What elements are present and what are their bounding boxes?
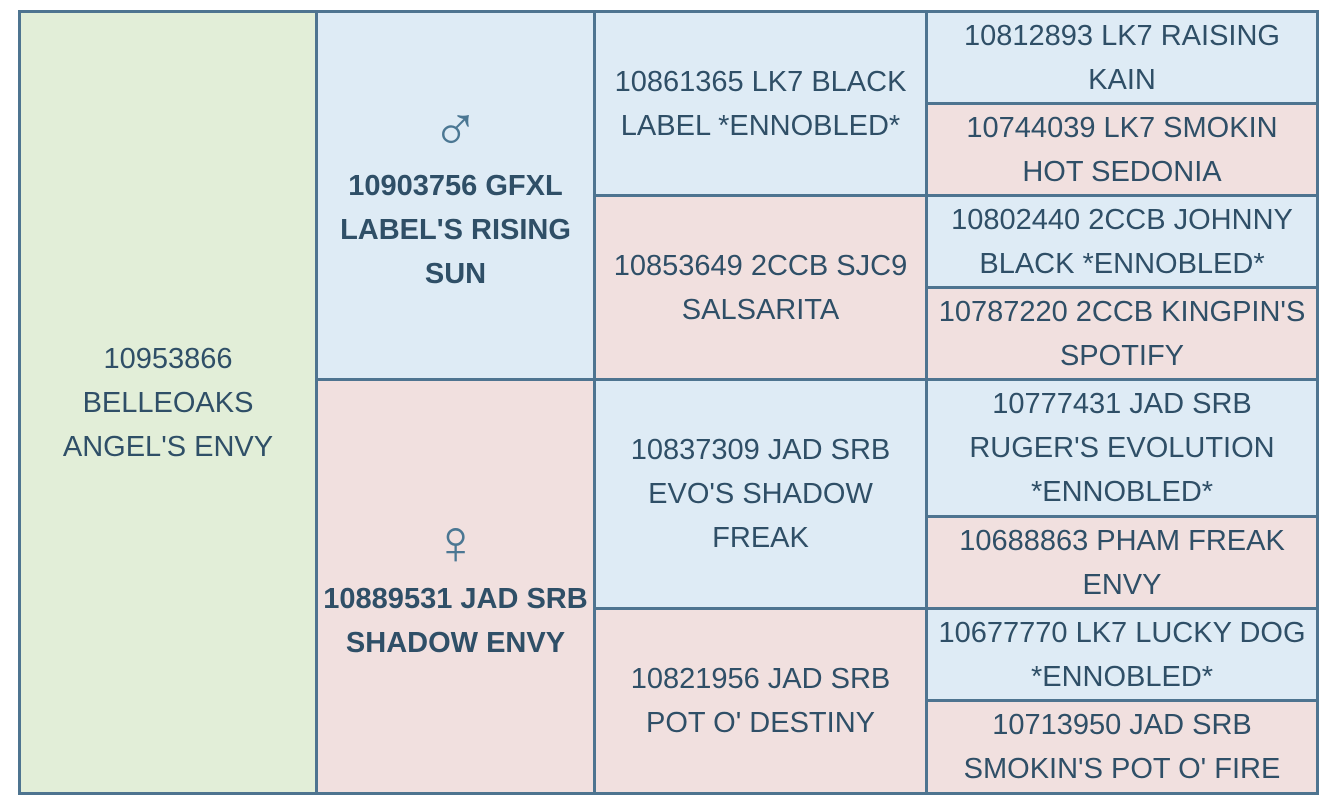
great-grandparent-cell: 10787220 2CCB KINGPIN'S SPOTIFY <box>925 286 1319 381</box>
granddam-paternal-cell: 10853649 2CCB SJC9 SALSARITA <box>593 194 928 381</box>
grandparent-name: 10821956 JAD SRB POT O' DESTINY <box>630 663 891 739</box>
great-grandparent-cell: 10744039 LK7 SMOKIN HOT SEDONIA <box>925 102 1319 197</box>
grandparent-name: 10837309 JAD SRB EVO'S SHADOW FREAK <box>630 434 891 554</box>
dam-name: 10889531 JAD SRB SHADOW ENVY <box>323 582 588 659</box>
pedigree-table: 10953866 BELLEOAKS ANGEL'S ENVY ♂ 109037… <box>18 10 1319 795</box>
great-grandparent-name: 10744039 LK7 SMOKIN HOT SEDONIA <box>966 111 1278 188</box>
great-grandparent-name: 10677770 LK7 LUCKY DOG *ENNOBLED* <box>938 616 1306 693</box>
subject-name: 10953866 BELLEOAKS ANGEL'S ENVY <box>62 342 274 463</box>
great-grandparent-name: 10802440 2CCB JOHNNY BLACK *ENNOBLED* <box>951 203 1293 280</box>
granddam-maternal-cell: 10821956 JAD SRB POT O' DESTINY <box>593 607 928 795</box>
great-grandparent-cell: 10677770 LK7 LUCKY DOG *ENNOBLED* <box>925 607 1319 702</box>
dam-cell: ♀ 10889531 JAD SRB SHADOW ENVY <box>315 378 596 795</box>
great-grandparent-name: 10688863 PHAM FREAK ENVY <box>959 524 1285 601</box>
great-grandparent-cell: 10812893 LK7 RAISING KAIN <box>925 10 1319 105</box>
subject-cell: 10953866 BELLEOAKS ANGEL'S ENVY <box>18 10 318 795</box>
great-grandparent-name: 10812893 LK7 RAISING KAIN <box>964 19 1280 96</box>
great-grandparent-name: 10713950 JAD SRB SMOKIN'S POT O' FIRE <box>963 709 1281 785</box>
male-icon: ♂ <box>431 92 480 165</box>
female-icon: ♀ <box>431 505 480 578</box>
great-grandparent-cell: 10802440 2CCB JOHNNY BLACK *ENNOBLED* <box>925 194 1319 289</box>
great-grandparent-name: 10777431 JAD SRB RUGER'S EVOLUTION *ENNO… <box>969 388 1275 508</box>
grandparent-name: 10853649 2CCB SJC9 SALSARITA <box>613 249 908 326</box>
sire-name: 10903756 GFXL LABEL'S RISING SUN <box>340 169 571 290</box>
great-grandparent-cell: 10713950 JAD SRB SMOKIN'S POT O' FIRE <box>925 699 1319 795</box>
sire-cell: ♂ 10903756 GFXL LABEL'S RISING SUN <box>315 10 596 381</box>
grandsire-maternal-cell: 10837309 JAD SRB EVO'S SHADOW FREAK <box>593 378 928 610</box>
grandparent-name: 10861365 LK7 BLACK LABEL *ENNOBLED* <box>614 65 907 142</box>
great-grandparent-cell: 10688863 PHAM FREAK ENVY <box>925 515 1319 610</box>
great-grandparent-name: 10787220 2CCB KINGPIN'S SPOTIFY <box>938 295 1306 372</box>
great-grandparent-cell: 10777431 JAD SRB RUGER'S EVOLUTION *ENNO… <box>925 378 1319 518</box>
grandsire-paternal-cell: 10861365 LK7 BLACK LABEL *ENNOBLED* <box>593 10 928 197</box>
